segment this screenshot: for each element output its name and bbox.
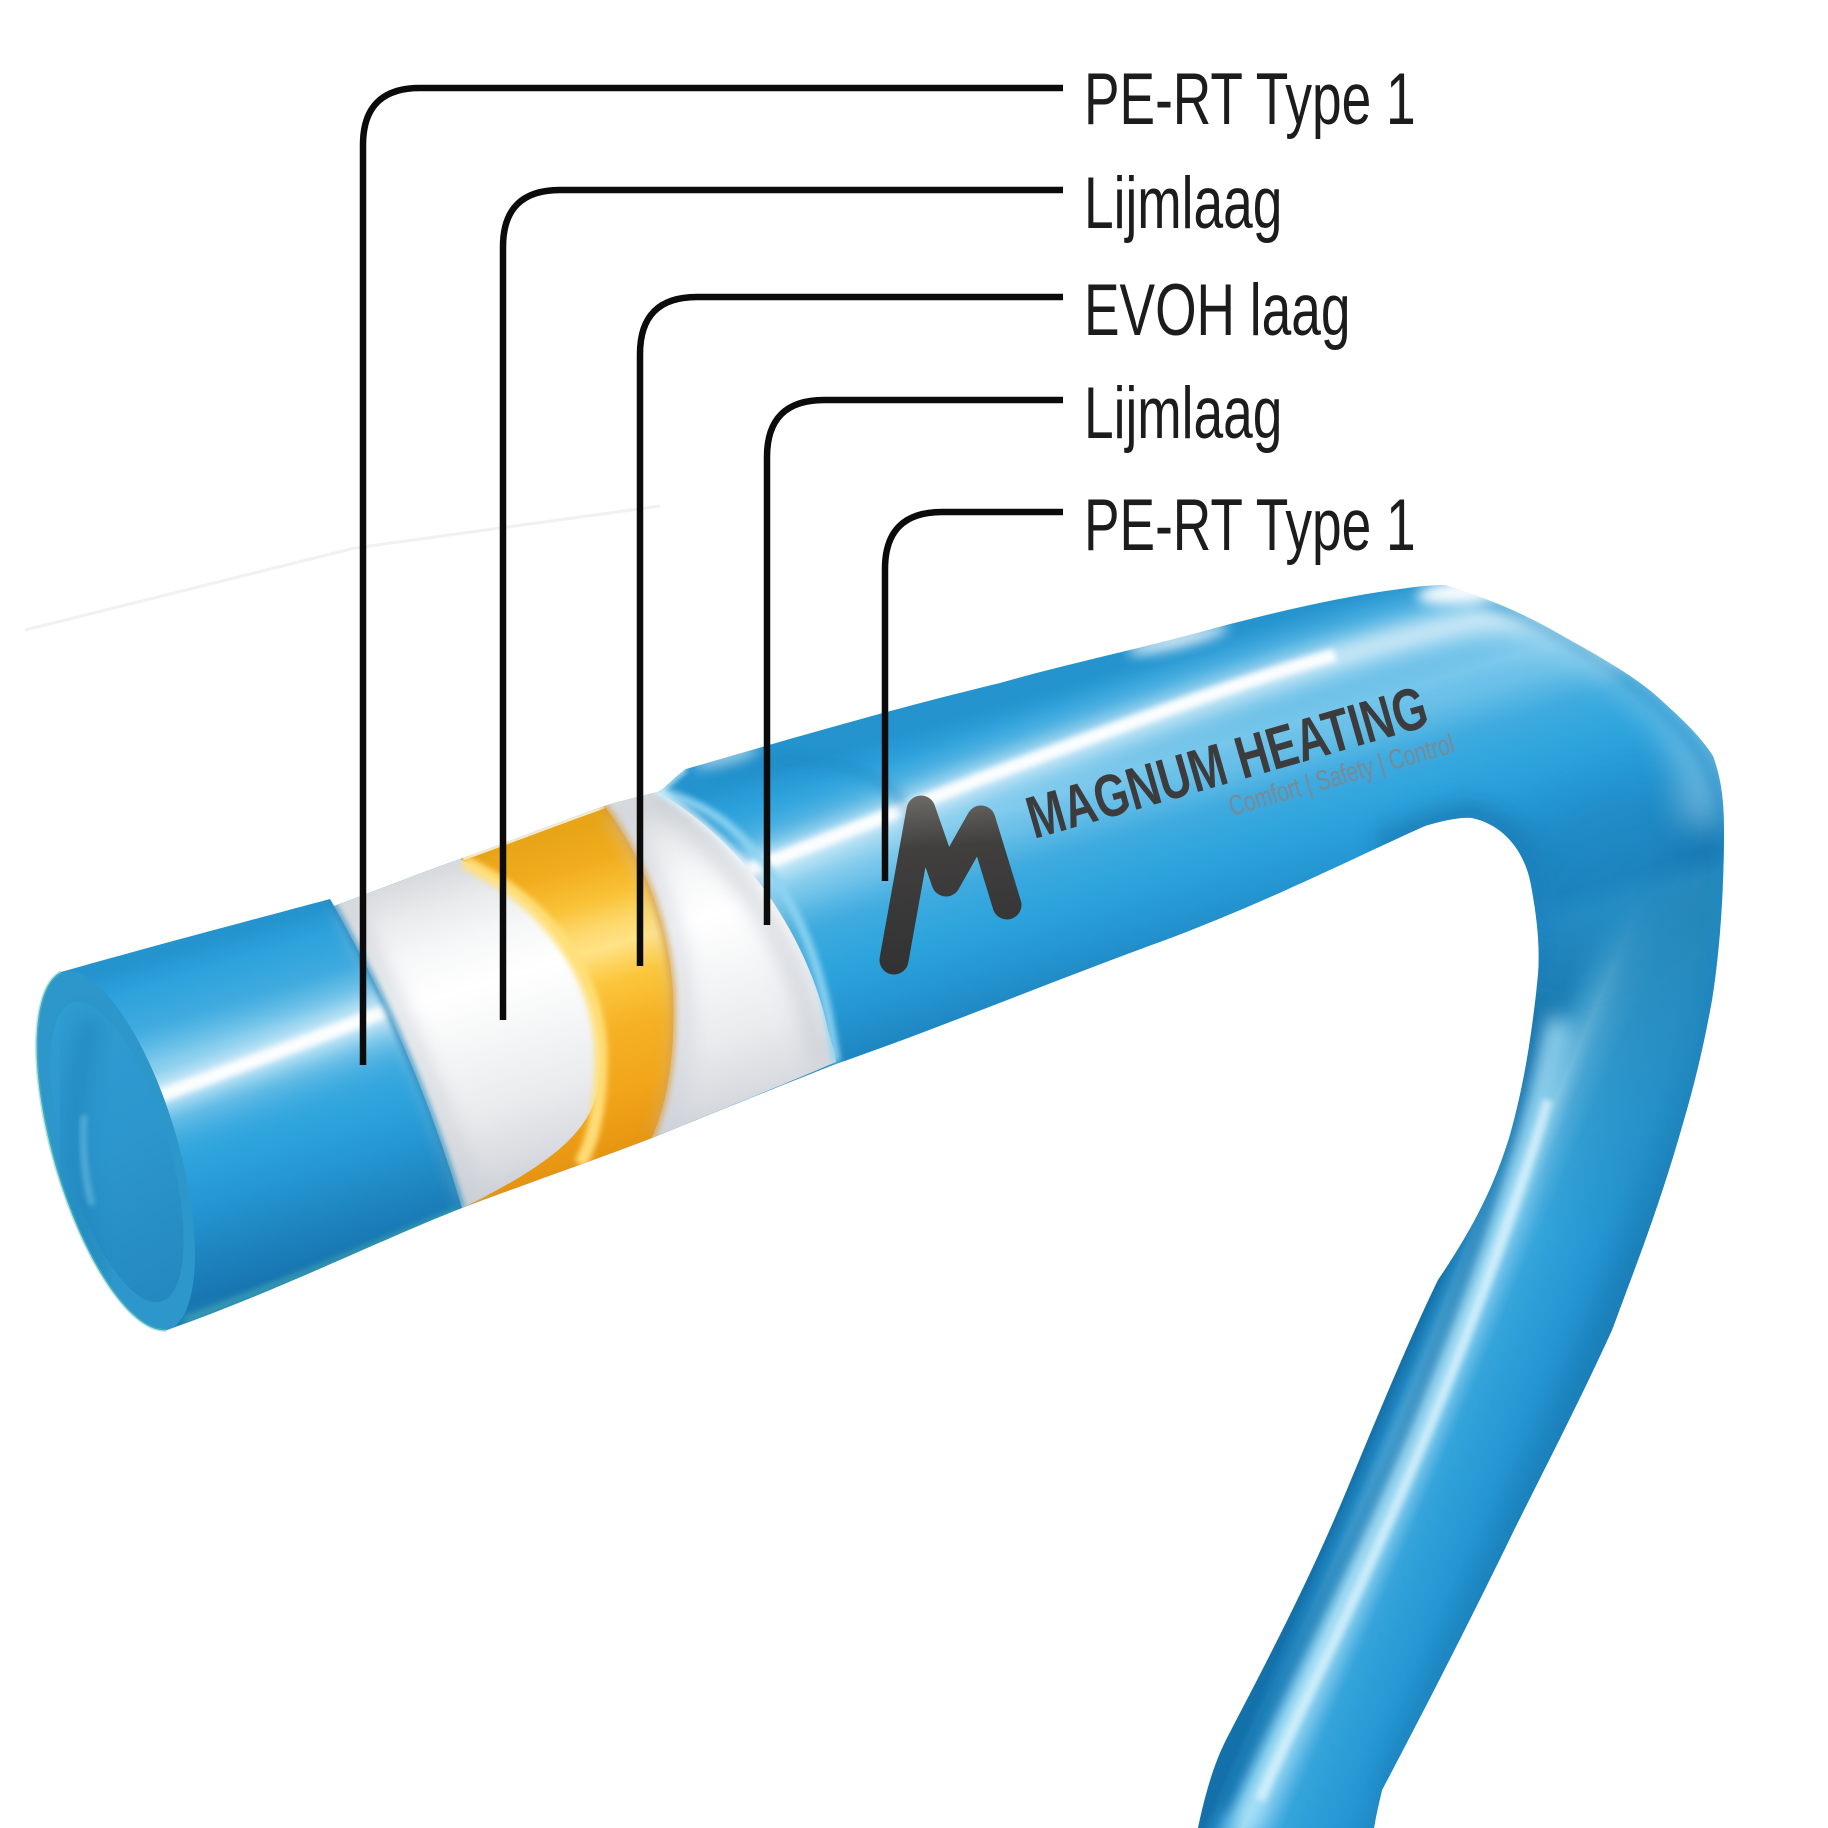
svg-text:Lijmlaag: Lijmlaag — [1084, 162, 1282, 244]
svg-text:Lijmlaag: Lijmlaag — [1084, 372, 1282, 454]
svg-text:EVOH laag: EVOH laag — [1084, 269, 1351, 351]
svg-text:PE-RT Type 1: PE-RT Type 1 — [1084, 484, 1416, 566]
svg-text:PE-RT Type 1: PE-RT Type 1 — [1084, 58, 1416, 140]
